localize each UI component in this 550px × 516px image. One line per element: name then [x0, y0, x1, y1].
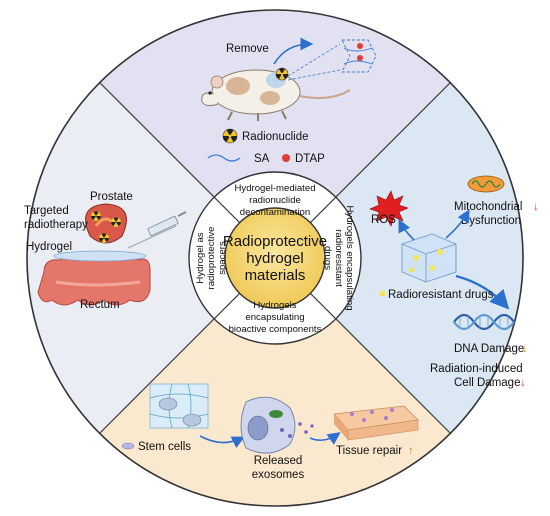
ring-bottom-line3: bioactive components	[229, 324, 322, 335]
sa-legend-icon	[207, 154, 241, 162]
tissue-illustration	[333, 405, 419, 441]
center-circle	[224, 207, 326, 309]
arrow-to-ros	[398, 219, 415, 241]
mitochondrion-icon	[467, 175, 505, 193]
ros-label: ROS	[371, 214, 396, 226]
radiation-icon-prostate-2	[111, 217, 121, 227]
mitochondrial-line1: Mitochondrial	[454, 201, 522, 213]
cell-damage-down-arrow: ↓	[520, 377, 526, 389]
right-panel: ROS ↓ Mitochondrial ↓ Dysfunction Radior…	[369, 175, 539, 389]
dna-damage-down-arrow: ↓	[522, 343, 528, 355]
stem-cell-hydrogel-icon	[149, 383, 209, 429]
dtap-legend-icon	[282, 154, 290, 162]
radiation-icon-mouse	[275, 67, 289, 81]
left-panel: Prostate Targeted radiotherapy Hydrogel …	[24, 191, 187, 311]
exosome-releasing-cell-icon	[240, 396, 314, 454]
ring-bottom-line1: Hydrogels	[253, 300, 296, 311]
drug-hydrogel-cube	[401, 233, 457, 283]
remove-label: Remove	[226, 43, 269, 55]
tissue-repair-up-arrow: ↑	[408, 445, 414, 457]
syringe-icon	[127, 211, 187, 249]
ring-left-line2: radioprotective	[206, 227, 217, 290]
ring-right-line1: Hydrogels encapsulating	[344, 205, 355, 310]
hydrogel-spacer	[53, 250, 147, 262]
radionuclide-legend-icon	[222, 128, 238, 144]
radionuclide-label: Radionuclide	[242, 131, 309, 143]
hydrogel-mesh-icon	[287, 39, 377, 81]
top-panel: Remove Radionuclide SA DTAP	[201, 37, 377, 165]
ring-top-line2: radionuclide	[249, 195, 301, 206]
mitochondrial-down-arrow: ↓	[533, 201, 539, 213]
remove-arrow	[273, 37, 314, 65]
bottom-panel: Stem cells Released exosomes Tissue repa…	[121, 383, 419, 481]
stem-cells-label: Stem cells	[138, 441, 191, 453]
tissue-repair-label: Tissue repair	[336, 445, 402, 457]
ring-left-line1: Hydrogel as	[195, 232, 206, 283]
targeted-radiotherapy-line1: Targeted	[24, 205, 69, 217]
targeted-radiotherapy-line2: radiotherapy	[24, 219, 88, 231]
radioresistant-drugs-legend-icon	[380, 291, 385, 296]
radiation-icon-prostate-3	[99, 233, 109, 243]
stem-cells-legend-icon	[121, 442, 135, 450]
dtap-label: DTAP	[295, 153, 325, 165]
mouse-illustration	[201, 69, 351, 121]
dna-helix-icon	[453, 313, 515, 331]
released-exosomes-line1: Released	[254, 455, 303, 467]
released-exosomes-line2: exosomes	[252, 469, 305, 481]
ring-bottom-line2: encapsulating	[245, 312, 304, 323]
prostate-label: Prostate	[90, 191, 133, 203]
hydrogel-label: Hydrogel	[26, 241, 72, 253]
radioresistant-drugs-label: Radioresistant drugs	[388, 289, 494, 301]
cell-damage-line1: Radiation-induced	[430, 363, 523, 375]
center-title-line1: Radioprotective	[223, 233, 327, 250]
ros-burst-icon	[369, 190, 409, 227]
center-title-line3: materials	[245, 267, 306, 284]
cell-damage-line2: Cell Damage	[454, 377, 520, 389]
ring-top-line3: decontamination	[240, 207, 310, 218]
rectum-label: Rectum	[80, 299, 120, 311]
outer-ring-border	[26, 9, 524, 507]
ring-right-line2: radioresistant	[333, 229, 344, 287]
arrow-to-dna	[455, 274, 510, 310]
rectum-illustration	[37, 255, 151, 306]
center-title-line2: hydrogel	[246, 250, 304, 267]
mitochondrial-line2: Dysfunction	[461, 215, 521, 227]
ring-left-line3: spacers	[217, 241, 228, 275]
radiation-icon-prostate-1	[91, 211, 101, 221]
arrow-to-mito	[445, 209, 470, 239]
sa-label: SA	[254, 153, 270, 165]
quadrants	[27, 10, 523, 506]
ring-right-line3: drugs	[322, 246, 333, 270]
arrow-to-tissue	[309, 432, 341, 445]
dna-damage-label: DNA Damage	[454, 343, 524, 355]
arrow-to-cell	[199, 435, 245, 449]
ring-top-line1: Hydrogel-mediated	[234, 183, 315, 194]
